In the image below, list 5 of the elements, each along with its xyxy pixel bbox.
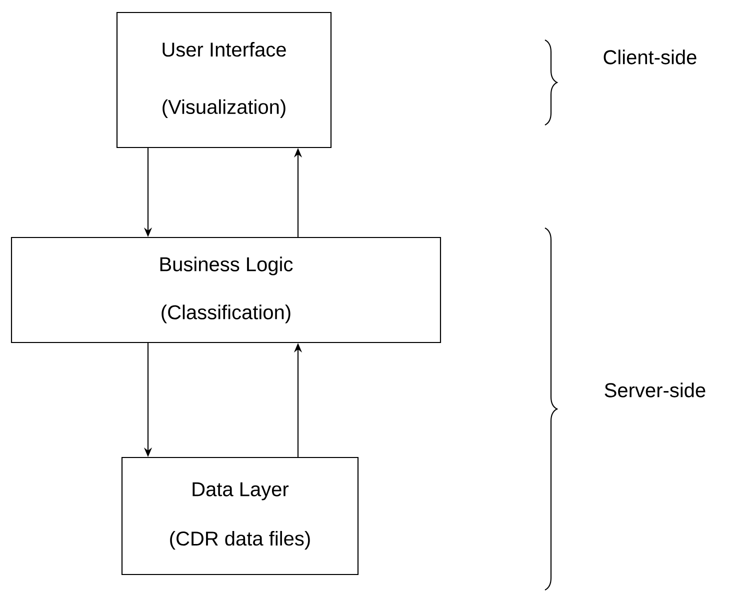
layer-box: Data Layer (CDR data files) bbox=[121, 456, 359, 576]
side-label: Server-side bbox=[604, 382, 706, 398]
layer-box: Business Logic (Classification) bbox=[10, 236, 442, 344]
layer-box: User Interface (Visualization) bbox=[116, 12, 332, 148]
side-label: Client-side bbox=[604, 50, 696, 64]
